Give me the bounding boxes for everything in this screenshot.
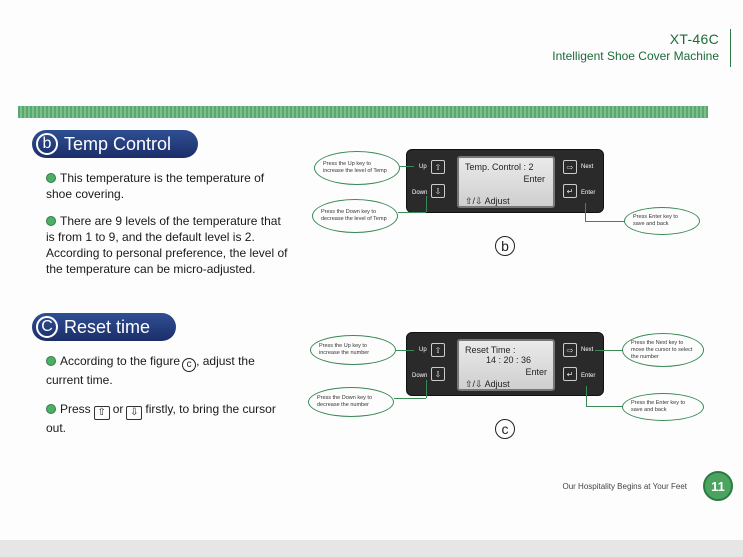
temp-paragraph-2: There are 9 levels of the temperature th… [46, 214, 288, 276]
bullet-icon [46, 173, 56, 183]
leader-line [595, 350, 623, 351]
leader-line [586, 406, 623, 407]
temp-control-title: b Temp Control [32, 130, 198, 158]
up-key-icon: ⇧ [93, 406, 110, 420]
next-key-label: Next [581, 164, 594, 170]
bullet-icon [46, 216, 56, 226]
enter-key-label: Enter [581, 373, 596, 379]
down-key-label: Down [412, 190, 428, 196]
reset-time-title: C Reset time [32, 313, 176, 341]
lcd-screen-temp: Temp. Control : 2 Enter ⇧/⇩ Adjust [457, 156, 555, 208]
temp-paragraph-1: This temperature is the temperature of s… [46, 171, 265, 201]
next-arrow-icon[interactable]: ⇨ [563, 160, 577, 174]
leader-line [585, 221, 625, 222]
down-key-icon: ⇩ [126, 406, 143, 420]
footer-slogan: Our Hospitality Begins at Your Feet [562, 482, 687, 491]
down-arrow-icon[interactable]: ⇩ [431, 184, 445, 198]
temp-control-title-text: Temp Control [64, 133, 172, 154]
leader-line [426, 196, 427, 212]
page-number: 11 [703, 471, 733, 501]
section-letter-c: C [36, 316, 58, 338]
next-key-label: Next [581, 347, 594, 353]
enter-arrow-icon[interactable]: ↵ [563, 367, 577, 381]
reset-paragraph-2: Press⇧or⇩firstly, to bring the cursor ou… [46, 402, 276, 435]
callout-enter-temp: Press Enter key to save and back [624, 207, 700, 235]
callout-next-reset: Press the Next key to move the cursor to… [622, 333, 704, 367]
callout-up-reset: Press the Up key to increase the number [310, 335, 396, 365]
enter-arrow-icon[interactable]: ↵ [563, 184, 577, 198]
model-number: XT-46C [669, 31, 719, 47]
green-stripe-divider [18, 106, 708, 118]
up-arrow-icon[interactable]: ⇧ [431, 160, 445, 174]
callout-down-reset: Press the Down key to decrease the numbe… [308, 387, 394, 417]
up-arrow-icon[interactable]: ⇧ [431, 343, 445, 357]
leader-line [394, 398, 426, 399]
callout-up-temp: Press the Up key to increase the level o… [314, 151, 400, 185]
up-key-label: Up [419, 164, 427, 170]
reset-time-title-text: Reset time [64, 316, 151, 337]
figure-b-marker: b [495, 236, 515, 256]
down-key-label: Down [412, 373, 428, 379]
leader-line [400, 166, 414, 167]
figure-c-marker: c [495, 419, 515, 439]
leader-line [426, 380, 427, 398]
leader-line [396, 350, 414, 351]
bullet-icon [46, 356, 56, 366]
bullet-icon [46, 404, 56, 414]
leader-line [398, 212, 426, 213]
leader-line [586, 386, 587, 406]
header-rule [730, 29, 731, 67]
control-panel-temp: Up ⇧ Down ⇩ Temp. Control : 2 Enter ⇧/⇩ … [406, 149, 604, 213]
callout-down-temp: Press the Down key to decrease the level… [312, 199, 398, 233]
product-name: Intelligent Shoe Cover Machine [552, 49, 719, 63]
callout-enter-reset: Press the Enter key to save and back [622, 393, 704, 421]
control-panel-reset: Up ⇧ Down ⇩ Reset Time : 14 : 20 : 36 En… [406, 332, 604, 396]
scan-edge [0, 540, 743, 557]
down-arrow-icon[interactable]: ⇩ [431, 367, 445, 381]
section-letter-b: b [36, 133, 58, 155]
figure-c-inline-icon: c [182, 358, 197, 372]
leader-line [585, 203, 586, 221]
enter-key-label: Enter [581, 190, 596, 196]
up-key-label: Up [419, 347, 427, 353]
next-arrow-icon[interactable]: ⇨ [563, 343, 577, 357]
lcd-screen-reset: Reset Time : 14 : 20 : 36 Enter ⇧/⇩ Adju… [457, 339, 555, 391]
